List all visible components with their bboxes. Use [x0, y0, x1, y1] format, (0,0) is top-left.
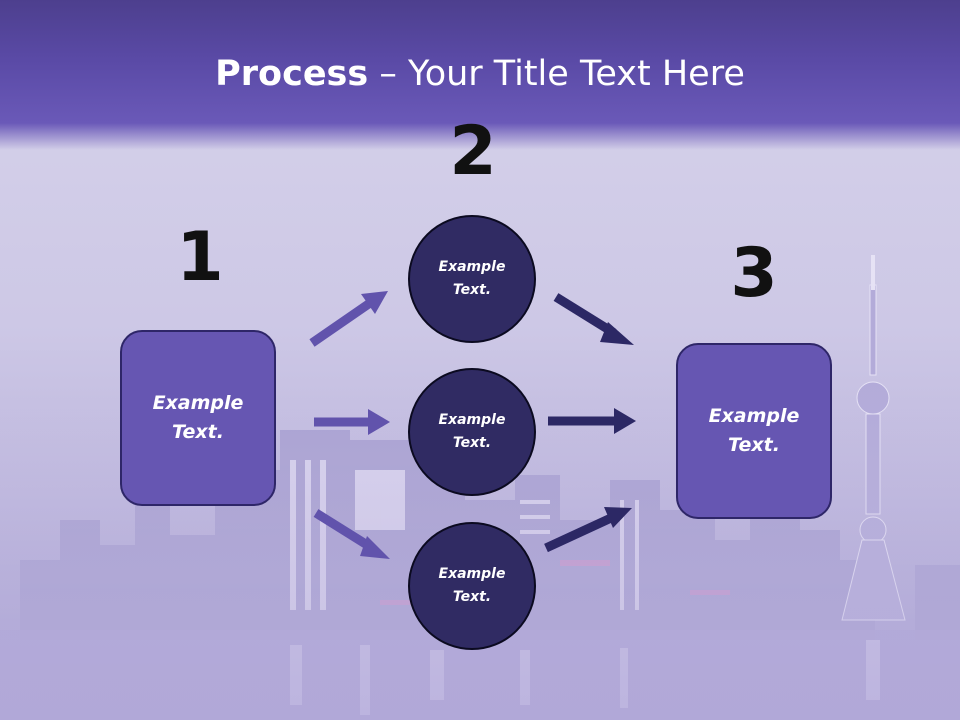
arrow-head-bottom-right: [604, 507, 632, 528]
arrow-head-top-right: [600, 322, 634, 345]
arrow-head-top-left: [361, 291, 388, 314]
step-3-box-text: Example Text.: [708, 405, 800, 456]
arrow-head-middle-right: [614, 408, 636, 434]
arrow-to-bottom-circle: [313, 509, 375, 552]
step-1-box-text: Example Text.: [152, 392, 244, 443]
circle-top-text: Example Text.: [438, 259, 506, 298]
arrow-from-bottom-circle: [544, 513, 613, 553]
circle-bottom-text: Example Text.: [438, 566, 506, 605]
step-2-circle-top: Example Text.: [408, 215, 536, 343]
circle-middle-text: Example Text.: [438, 412, 506, 451]
title-bold: Process: [215, 54, 369, 94]
arrow-head-middle-left: [368, 409, 390, 435]
step-number-3: 3: [730, 234, 778, 313]
title-bar: [0, 0, 960, 150]
slide-title: Process – Your Title Text Here: [0, 52, 960, 96]
step-number-2: 2: [449, 112, 497, 191]
step-2-circle-middle: Example Text.: [408, 368, 536, 496]
step-2-circle-bottom: Example Text.: [408, 522, 536, 650]
step-3-box: Example Text.: [676, 343, 832, 519]
step-number-1: 1: [176, 218, 224, 297]
arrow-from-top-circle: [553, 293, 617, 337]
step-1-box: Example Text.: [120, 330, 276, 506]
arrow-to-top-circle: [309, 299, 373, 347]
arrow-head-bottom-left: [360, 536, 390, 559]
title-rest: – Your Title Text Here: [368, 54, 745, 94]
